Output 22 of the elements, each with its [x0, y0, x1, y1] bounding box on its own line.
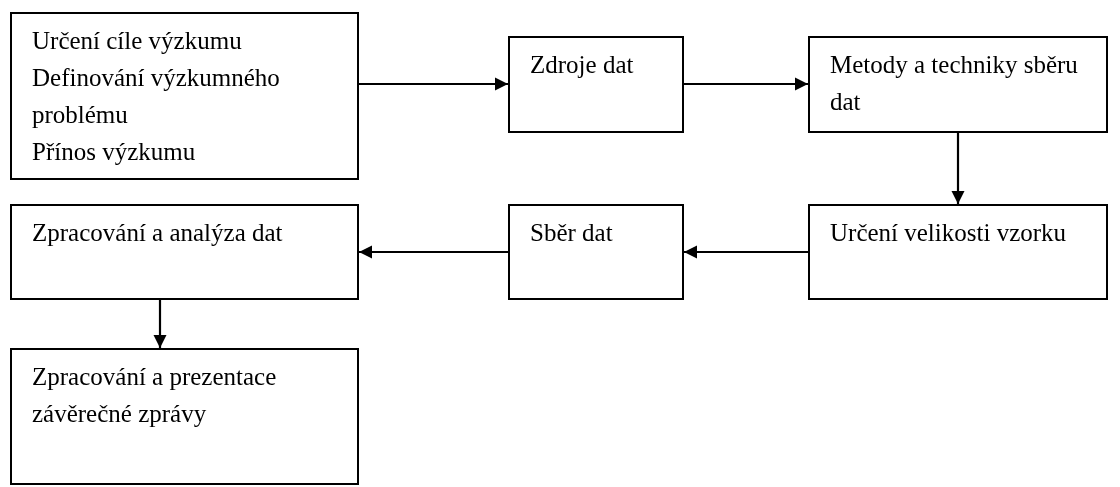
process-box	[10, 204, 359, 300]
arrow	[951, 133, 965, 204]
process-box	[508, 36, 684, 133]
process-box	[808, 204, 1108, 300]
arrow	[359, 77, 508, 91]
box-text: Zdroje dat	[530, 50, 635, 80]
arrow	[684, 245, 808, 259]
arrow	[359, 245, 508, 259]
process-box	[10, 12, 359, 180]
box-text: Určení cíle výzkumu	[32, 26, 243, 56]
process-box	[508, 204, 684, 300]
arrow	[684, 77, 808, 91]
box-text: Určení velikosti vzorku	[830, 218, 1068, 248]
box-text: Zpracování a prezentace závěrečné zprávy	[32, 362, 278, 429]
process-box	[808, 36, 1108, 133]
arrow	[153, 300, 167, 348]
process-box	[10, 348, 359, 485]
box-text: Zpracování a analýza dat	[32, 218, 284, 248]
box-text: Sběr dat	[530, 218, 614, 248]
box-text: Definování výzkumného problému	[32, 63, 281, 130]
box-text: Přínos výzkumu	[32, 137, 197, 167]
box-text: Metody a techniky sběru dat	[830, 50, 1079, 117]
